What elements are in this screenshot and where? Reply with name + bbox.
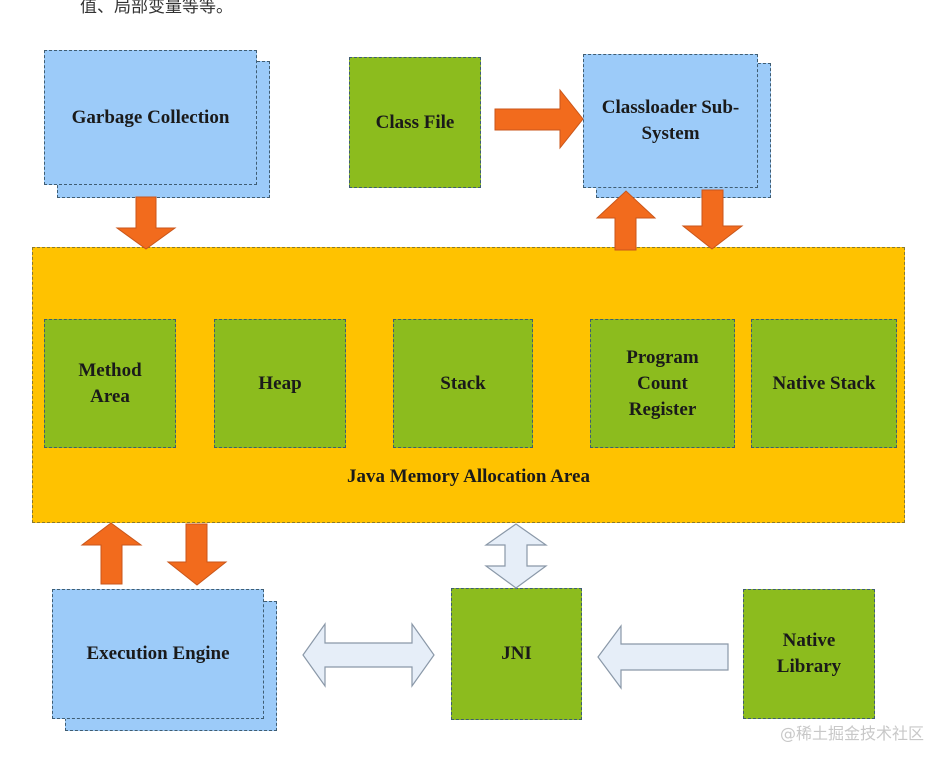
arrow-memory-to-engine: [166, 523, 228, 586]
native-library-box: Native Library: [743, 589, 875, 719]
arrow-memory-jni-double: [484, 523, 548, 589]
arrow-engine-jni-double: [302, 622, 435, 688]
arrow-nativelib-to-jni: [597, 624, 729, 690]
watermark: @稀土掘金技术社区: [779, 724, 924, 743]
heap-box: Heap: [214, 319, 346, 448]
execution-engine-box: Execution Engine: [52, 589, 264, 719]
arrow-classloader-to-memory: [681, 189, 744, 250]
arrow-engine-to-memory: [80, 522, 143, 585]
arrow-gc-to-memory: [115, 196, 177, 250]
classloader-box: Classloader Sub-System: [583, 54, 758, 188]
class-file-box: Class File: [349, 57, 481, 188]
garbage-collection-box: Garbage Collection: [44, 50, 257, 185]
native-stack-box: Native Stack: [751, 319, 897, 448]
memory-area-label: Java Memory Allocation Area: [347, 466, 590, 487]
stack-box: Stack: [393, 319, 533, 448]
jni-box: JNI: [451, 588, 582, 720]
arrow-memory-to-classloader: [595, 190, 657, 251]
intro-text: 值、局部变量等等。: [80, 0, 233, 17]
method-area-box: Method Area: [44, 319, 176, 448]
program-count-register-box: Program Count Register: [590, 319, 735, 448]
arrow-classfile-to-classloader: [494, 88, 584, 150]
